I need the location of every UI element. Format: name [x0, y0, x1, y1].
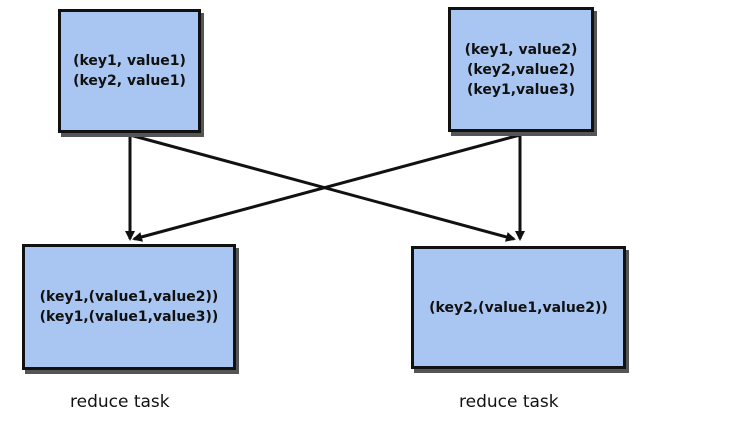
reduce-task-caption-2: reduce task	[459, 392, 559, 412]
reduce-input-node-1: (key1,(value1,value2)) (key1,(value1,val…	[22, 244, 236, 370]
pair-text: (key1, value2)	[464, 41, 578, 58]
edge-map-b-to-reduce-a	[132, 133, 521, 242]
pair-text: (key2,value2)	[467, 61, 575, 78]
pair-text: (key1,value3)	[467, 81, 575, 98]
pair-text: (key1,(value1,value2))	[39, 289, 219, 305]
reduce-task-caption-1: reduce task	[70, 392, 170, 412]
pair-text: (key2,(value1,value2))	[429, 299, 608, 316]
map-output-node-1: (key1, value1) (key2, value1)	[58, 9, 201, 133]
map-output-node-2: (key1, value2) (key2,value2) (key1,value…	[448, 7, 594, 132]
pair-text: (key1, value1)	[73, 53, 186, 69]
reduce-input-node-2: (key2,(value1,value2))	[411, 246, 626, 369]
pair-text: (key2, value1)	[73, 73, 186, 89]
pair-text: (key1,(value1,value3))	[39, 309, 219, 325]
